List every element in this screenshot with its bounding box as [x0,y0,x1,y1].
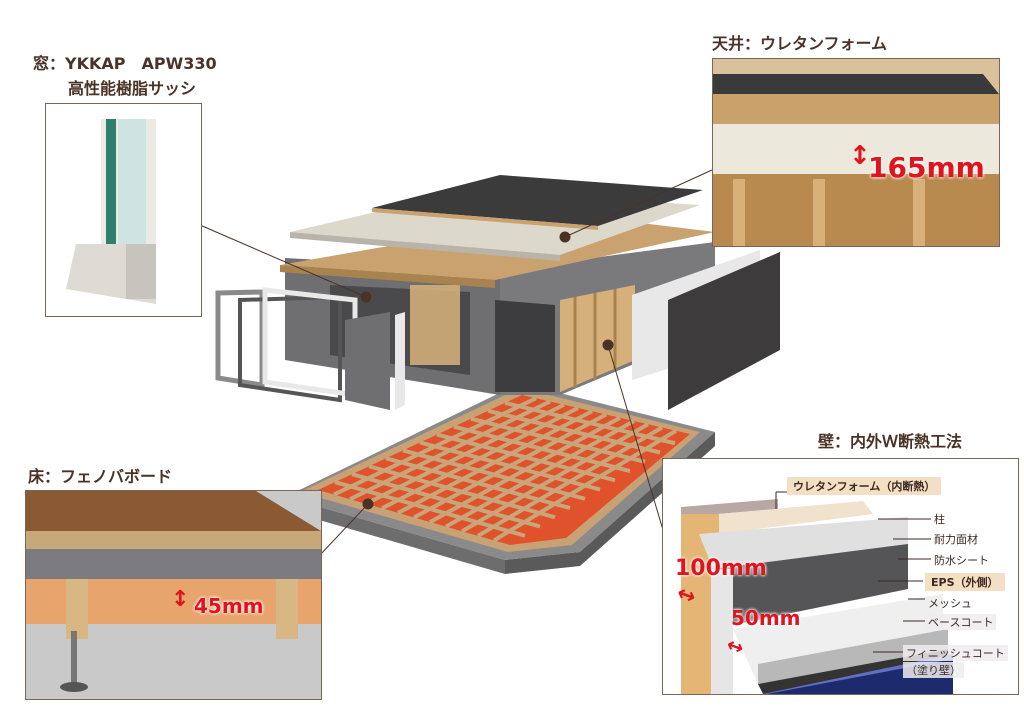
floor-thickness: 45mm [194,594,264,618]
wall-layer-base-coat: ベースコート [925,614,997,630]
wall-layer-pillar: 柱 [934,513,945,526]
ceiling-section-image [713,59,999,246]
floor-arrow-icon: ↕ [171,587,190,612]
wall-layer-waterproof-sheet: 防水シート [934,554,989,567]
wall-layer-mesh: メッシュ [928,597,972,610]
floor-detail-box: ↕ 45mm [25,490,322,700]
wall-inner-thickness: 100mm [675,556,767,581]
floor-joist [504,400,676,446]
wall-layer-finish-coat-note: （塗り壁） [903,662,964,678]
ceiling-arrow-icon: ↕ [849,141,871,171]
wall-detail-box: ウレタンフォーム（内断熱） 柱 耐力面材 防水シート EPS（外側） メッシュ … [662,458,1019,695]
wall-layer-urethane: ウレタンフォーム（内断熱） [787,477,942,495]
roof-layers [280,175,715,288]
callout-lines [199,169,713,556]
ceiling-title: 天井：ウレタンフォーム [712,34,888,53]
ceiling-thickness: 165mm [868,151,985,184]
wall-layer-structural-panel: 耐力面材 [934,533,978,546]
floor-joist-grid [333,396,678,543]
window-sash-image [66,119,156,304]
wall-title: 壁：内外Ｗ断熱工法 [818,432,963,451]
window-frames [215,287,405,410]
window-detail-box [45,103,202,317]
window-title: 窓：YKKAP APW330 [33,54,217,73]
ceiling-detail-box: ↕ 165mm [712,58,1000,247]
wall-outer-thickness: 50mm [731,606,801,630]
window-subtitle: 高性能樹脂サッシ [68,79,197,98]
floor-slab [285,383,715,574]
wall-panels-right [632,250,780,410]
floor-joist [492,429,678,543]
floor-joist [476,425,664,538]
floor-title: 床：フェノバボード [28,467,173,486]
wall-layer-eps: EPS（外側） [925,573,1005,591]
wall-section-image [681,491,953,694]
wall-layer-finish-coat: フィニッシュコート [903,645,1008,661]
floor-section-image [26,491,321,699]
